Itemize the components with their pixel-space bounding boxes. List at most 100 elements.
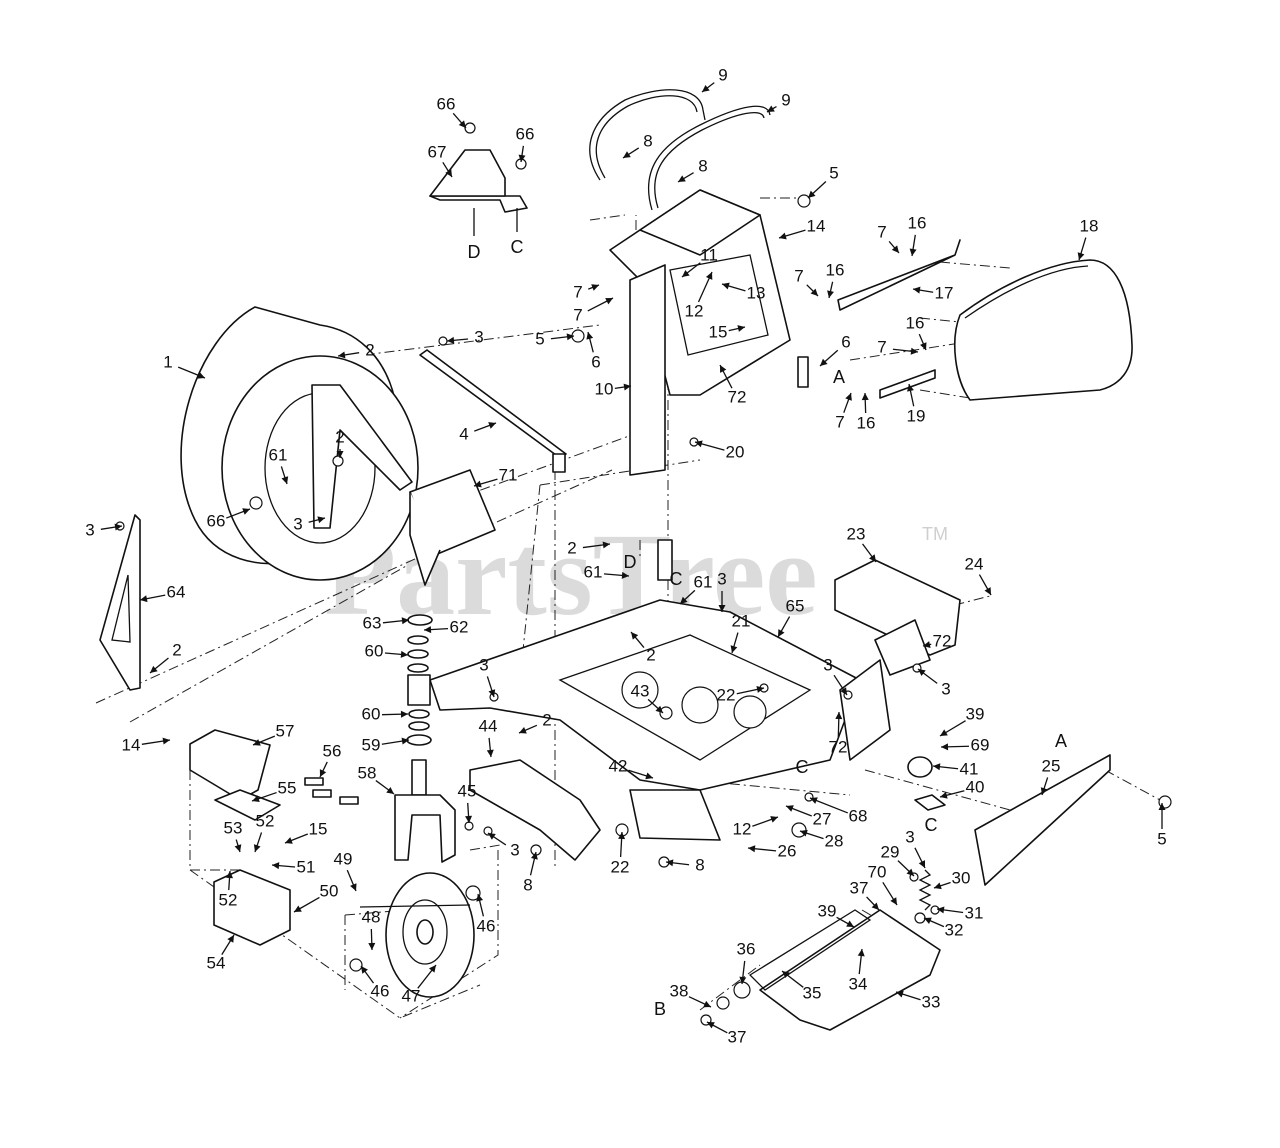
callout-15: 15 <box>709 322 746 341</box>
leader-arrowhead <box>913 286 921 294</box>
callout-label: 14 <box>122 735 141 754</box>
battery-cover-part-57 <box>189 729 271 801</box>
callout-39: 39 <box>818 901 855 928</box>
leader-arrowhead <box>845 393 852 401</box>
callout-22: 22 <box>717 685 765 704</box>
callout-label: 55 <box>278 778 297 797</box>
callout-label: 3 <box>85 520 94 539</box>
fan-shroud <box>180 306 419 581</box>
callout-label: 49 <box>334 849 353 868</box>
callout-31: 31 <box>936 903 983 922</box>
callout-7: 7 <box>877 337 919 356</box>
callout-label: 35 <box>803 983 822 1002</box>
seat-part-18 <box>954 259 1133 401</box>
callout-label: 2 <box>567 538 576 557</box>
callout-label: 17 <box>935 283 954 302</box>
callout-61: 61 <box>584 562 630 581</box>
callout-label: 41 <box>960 759 979 778</box>
leader-arrowhead <box>984 587 991 595</box>
callout-label: C <box>796 757 809 777</box>
callout-47: 47 <box>402 964 437 1005</box>
leader-arrowhead <box>226 871 234 879</box>
callout-label: 29 <box>881 842 900 861</box>
callout-label: 2 <box>542 710 551 729</box>
callout-57: 57 <box>252 721 295 746</box>
callout-59: 59 <box>362 735 410 754</box>
callout-3: 3 <box>823 655 848 696</box>
callout-2: 2 <box>630 631 656 664</box>
leader-arrowhead <box>827 290 834 298</box>
console-part-23 <box>834 559 961 676</box>
callout-16: 16 <box>906 313 927 351</box>
bearing-stack <box>406 614 433 746</box>
callout-24: 24 <box>965 554 992 596</box>
callout-12: 12 <box>685 271 713 320</box>
callout-60: 60 <box>362 704 409 723</box>
callout-A: A <box>833 367 845 387</box>
callout-51: 51 <box>271 857 316 876</box>
leader-arrowhead <box>602 541 610 549</box>
callout-label: 51 <box>297 857 316 876</box>
callout-label: 6 <box>591 352 600 371</box>
callout-label: 71 <box>499 465 518 484</box>
leader-arrowhead <box>424 626 432 634</box>
callout-66: 66 <box>437 94 467 129</box>
callout-60: 60 <box>365 641 409 660</box>
callout-C: C <box>796 757 809 777</box>
callout-36: 36 <box>737 939 755 985</box>
leader-arrowhead <box>586 332 594 340</box>
cover-part-71 <box>409 469 496 586</box>
callout-label: 19 <box>907 406 926 425</box>
callout-label: 38 <box>670 981 689 1000</box>
leader-arrowhead <box>445 169 452 177</box>
callout-label: 3 <box>293 514 302 533</box>
callout-label: 61 <box>269 445 288 464</box>
leader-arrowhead <box>621 571 629 579</box>
leader-arrowhead <box>488 833 496 840</box>
callout-66: 66 <box>516 124 534 163</box>
leader-arrowhead <box>655 705 663 713</box>
leader-arrowhead <box>695 440 703 448</box>
callout-C: C <box>511 237 524 257</box>
callout-2: 2 <box>149 640 182 674</box>
leader-arrowhead <box>722 282 730 290</box>
leader-arrowhead <box>940 729 948 736</box>
callout-label: 16 <box>826 260 845 279</box>
callout-label: 34 <box>849 974 868 993</box>
leader-arrowhead <box>857 949 865 957</box>
callout-label: 59 <box>362 735 381 754</box>
callout-72: 72 <box>719 364 746 406</box>
leader-arrowhead <box>317 516 325 524</box>
callout-22: 22 <box>611 831 629 876</box>
leader-arrowhead <box>227 935 234 943</box>
callout-3: 3 <box>717 569 727 612</box>
callout-label: 67 <box>428 142 447 161</box>
callout-label: 70 <box>868 862 887 881</box>
callout-3: 3 <box>917 668 951 698</box>
leader-arrowhead <box>835 712 843 720</box>
callout-19: 19 <box>907 383 926 425</box>
callout-54: 54 <box>207 934 235 972</box>
callout-2: 2 <box>518 710 552 734</box>
callout-label: 8 <box>695 855 704 874</box>
callout-C: C <box>670 569 683 589</box>
callout-8: 8 <box>677 156 708 183</box>
leader-arrowhead <box>252 795 260 803</box>
callout-label: 25 <box>1042 756 1061 775</box>
callout-9: 9 <box>701 65 728 93</box>
leader-arrowhead <box>808 190 816 198</box>
callout-2: 2 <box>337 340 375 359</box>
leader-arrowhead <box>150 665 158 673</box>
callout-18: 18 <box>1077 216 1098 261</box>
leader-arrowhead <box>623 383 631 391</box>
callout-label: 54 <box>207 953 226 972</box>
callout-33: 33 <box>895 990 940 1011</box>
leader-arrowhead <box>401 617 409 625</box>
callout-label: 6 <box>841 332 850 351</box>
callout-label: 57 <box>276 721 295 740</box>
leader-arrowhead <box>707 1022 715 1029</box>
callout-label: 42 <box>609 756 628 775</box>
leader-arrowhead <box>336 451 344 458</box>
leader-arrowhead <box>368 942 376 950</box>
callout-label: 15 <box>309 819 328 838</box>
